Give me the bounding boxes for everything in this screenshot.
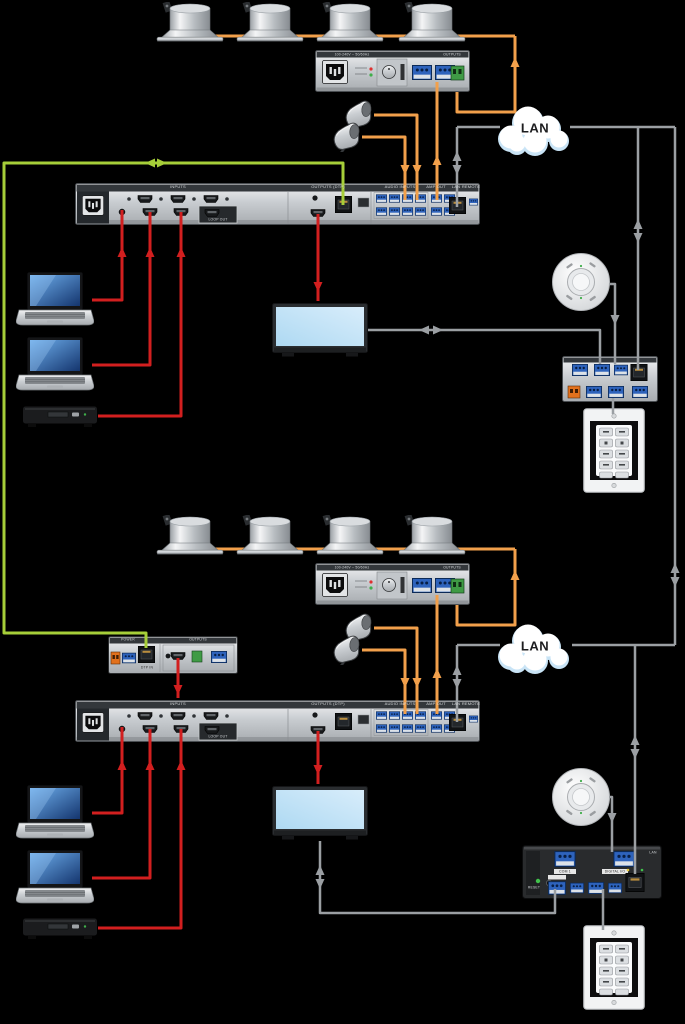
- arrowhead-icon: [630, 735, 640, 745]
- arrowhead-icon: [633, 233, 643, 243]
- rack-loop-out-label: LOOP OUT: [208, 217, 228, 222]
- laptop-icon: [16, 337, 94, 395]
- media-player-icon: [22, 402, 98, 428]
- proc-lan-label: LAN: [649, 850, 657, 855]
- amp-output-label: OUTPUTS: [443, 565, 461, 570]
- arrowhead-icon: [157, 158, 167, 168]
- arrowhead-icon: [117, 247, 127, 257]
- arrowhead-icon: [315, 879, 325, 889]
- arrowhead-icon: [432, 155, 442, 165]
- arrowhead-icon: [400, 678, 410, 688]
- matrix-switcher-icon: [75, 700, 480, 742]
- media-player-icon: [22, 914, 98, 940]
- arrowhead-icon: [452, 165, 462, 175]
- ceiling-speaker-icon: [234, 515, 306, 555]
- ceiling-speaker-icon: [234, 2, 306, 42]
- arrowhead-icon: [117, 760, 127, 770]
- arrowhead-icon: [419, 325, 429, 335]
- proc-com1-label: COM 1: [559, 868, 571, 873]
- ceiling-speaker-icon: [154, 2, 226, 42]
- ceiling-speaker-icon: [396, 515, 468, 555]
- wall-keypad-icon: [583, 408, 645, 493]
- arrowhead-icon: [315, 865, 325, 875]
- arrowhead-icon: [433, 325, 443, 335]
- rack-remote-label: REMOTE: [461, 184, 481, 189]
- arrowhead-icon: [313, 282, 323, 292]
- surface-speaker-icon: [328, 122, 366, 152]
- flat-panel-display-icon: [272, 786, 368, 841]
- arrowhead-icon: [400, 165, 410, 175]
- arrowhead-icon: [510, 570, 520, 580]
- arrowhead-icon: [452, 151, 462, 161]
- rack-audio-inputs-label: AUDIO INPUTS: [384, 701, 416, 706]
- proc-reset-label: RESET: [527, 885, 541, 890]
- rack-outputs-label: OUTPUTS (DTP): [311, 184, 345, 189]
- wall-keypad-icon: [583, 925, 645, 1010]
- laptop-icon: [16, 272, 94, 330]
- lan-cloud-label: LAN: [520, 120, 550, 136]
- control-processor-icon: [522, 845, 662, 899]
- arrowhead-icon: [313, 765, 323, 775]
- rx-outputs-label: OUTPUTS: [189, 637, 207, 642]
- occupancy-sensor-icon: [551, 767, 611, 827]
- laptop-icon: [16, 850, 94, 908]
- ceiling-speaker-icon: [396, 2, 468, 42]
- laptop-icon: [16, 785, 94, 843]
- proc-digital-io-label: DIGITAL I/O: [604, 868, 626, 873]
- rack-inputs-label: INPUTS: [170, 701, 186, 706]
- arrowhead-icon: [145, 158, 155, 168]
- rack-audio-inputs-label: AUDIO INPUTS: [384, 184, 416, 189]
- arrowhead-icon: [145, 760, 155, 770]
- arrowhead-icon: [145, 247, 155, 257]
- arrowhead-icon: [610, 315, 620, 325]
- flat-panel-display-icon: [272, 303, 368, 358]
- rx-power-label: POWER: [121, 637, 135, 642]
- rack-lan-label: LAN: [451, 701, 461, 706]
- rack-remote-label: REMOTE: [461, 701, 481, 706]
- rack-lan-label: LAN: [451, 184, 461, 189]
- arrowhead-icon: [452, 679, 462, 689]
- rx-dtp-in-label: DTP IN: [140, 665, 154, 670]
- rack-inputs-label: INPUTS: [170, 184, 186, 189]
- surface-speaker-icon: [328, 635, 366, 665]
- ceiling-speaker-icon: [314, 515, 386, 555]
- lan-cloud-label: LAN: [520, 638, 550, 654]
- amp-power-label: 100-240V ~ 50/60Hz: [334, 565, 370, 570]
- amp-power-label: 100-240V ~ 50/60Hz: [334, 52, 370, 57]
- arrowhead-icon: [630, 749, 640, 759]
- occupancy-sensor-icon: [551, 252, 611, 312]
- arrowhead-icon: [633, 219, 643, 229]
- arrowhead-icon: [412, 165, 422, 175]
- rack-amp-out-label: AMP OUT: [426, 184, 446, 189]
- arrowhead-icon: [670, 563, 680, 573]
- arrowhead-icon: [173, 685, 183, 695]
- arrowhead-icon: [432, 668, 442, 678]
- control-processor-icon: [562, 356, 658, 402]
- arrowhead-icon: [176, 247, 186, 257]
- rack-outputs-label: OUTPUTS (DTP): [311, 701, 345, 706]
- amp-output-label: OUTPUTS: [443, 52, 461, 57]
- arrowhead-icon: [510, 57, 520, 67]
- ceiling-speaker-icon: [154, 515, 226, 555]
- ceiling-speaker-icon: [314, 2, 386, 42]
- matrix-switcher-icon: [75, 183, 480, 225]
- rack-amp-out-label: AMP OUT: [426, 701, 446, 706]
- rack-loop-out-label: LOOP OUT: [208, 734, 228, 739]
- arrowhead-icon: [670, 577, 680, 587]
- arrowhead-icon: [176, 760, 186, 770]
- arrowhead-icon: [412, 678, 422, 688]
- arrowhead-icon: [452, 665, 462, 675]
